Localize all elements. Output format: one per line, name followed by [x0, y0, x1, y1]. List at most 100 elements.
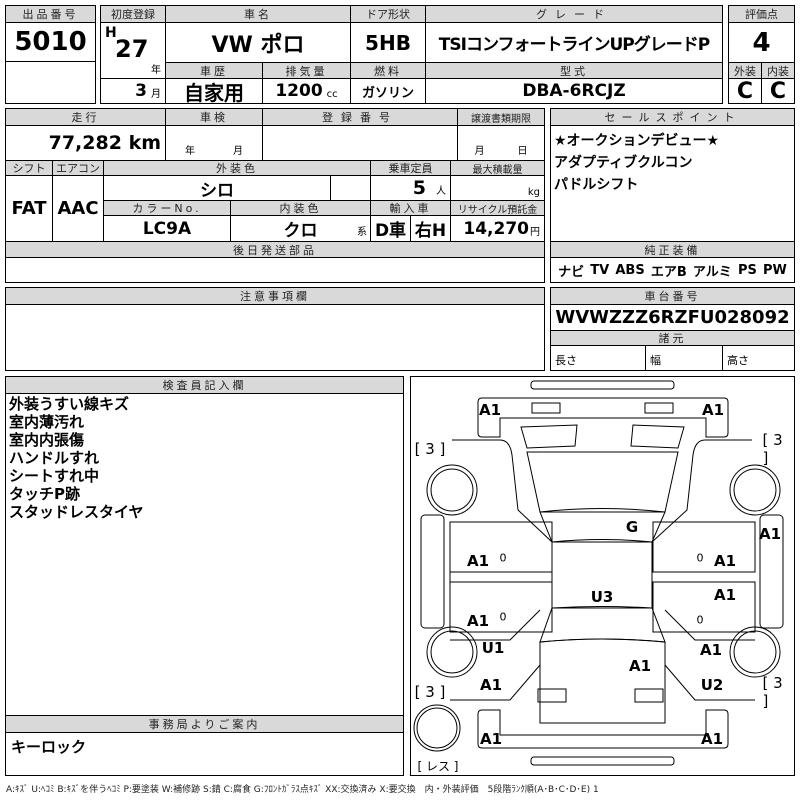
- model-code: DBA-6RCJZ: [425, 78, 723, 104]
- tire-tread: [ 3 ]: [762, 674, 783, 710]
- right-doors: [652, 521, 756, 633]
- damage-diagram-frame: [410, 376, 795, 776]
- equip-item: PS: [737, 262, 757, 278]
- int-color-value: クロ: [283, 221, 318, 241]
- sales-point: アダプティブクルコン: [554, 155, 693, 171]
- damage-mark: A1: [699, 641, 723, 659]
- recycle-value: 14,270: [463, 218, 529, 239]
- damage-mark: A1: [466, 612, 490, 630]
- mileage-value: 77,282: [48, 132, 122, 154]
- era: H: [105, 25, 117, 41]
- wheel-fr: [729, 464, 781, 516]
- damage-mark: A1: [478, 401, 502, 419]
- wheel-rr: [729, 626, 781, 678]
- inspector-notes: 外装うすい線キズ 室内薄汚れ 室内内張傷 ハンドルすれ シートすれ中 タッチP跡…: [5, 393, 404, 716]
- headlight-left: [531, 402, 561, 414]
- later-parts: [5, 257, 545, 283]
- score-label: 評価点: [728, 5, 795, 23]
- tire-tread: [ 3 ]: [414, 683, 446, 701]
- tire-tread: [ 3 ]: [414, 440, 446, 458]
- equip-item: PW: [763, 262, 787, 278]
- yen-unit: 円: [530, 227, 540, 238]
- aircon-label: エアコン: [52, 160, 104, 176]
- displacement-value: 1200: [275, 81, 323, 101]
- legend: A:ｷｽﾞ U:ﾍｺﾐ B:ｷｽﾞを伴うﾍｺﾐ P:要塗装 W:補修跡 S:錆 …: [6, 785, 599, 795]
- inspector-note: ハンドルすれ: [9, 449, 100, 467]
- inspector-note: スタッドレスタイヤ: [9, 503, 144, 521]
- equip-item: エアB: [650, 264, 687, 280]
- chassis-label: 車台番号: [550, 287, 795, 305]
- displacement-label: 排気量: [262, 62, 351, 79]
- sales-point: パドルシフト: [554, 177, 639, 193]
- capacity-value: 5: [412, 177, 426, 199]
- door-handle-mark: 0: [696, 551, 704, 565]
- equip-item: アルミ: [692, 264, 732, 280]
- km-unit: km: [128, 132, 161, 154]
- inspector-note: 室内内張傷: [9, 431, 85, 449]
- year-unit: 年: [151, 65, 161, 76]
- taillight-right: [634, 688, 664, 703]
- office-note: キーロック: [11, 738, 87, 756]
- int-color-unit: 系: [357, 227, 367, 238]
- damage-mark: U2: [700, 676, 724, 694]
- damage-mark: G: [625, 518, 639, 536]
- hood: [526, 451, 679, 513]
- door-handle-mark: 0: [696, 613, 704, 627]
- equip-item: ナビ: [558, 264, 585, 280]
- history-label: 車歴: [165, 62, 263, 79]
- damage-mark: A1: [700, 730, 724, 748]
- wheel-rl: [426, 626, 478, 678]
- grade-label: グレード: [425, 5, 723, 23]
- month-unit: 月: [233, 146, 243, 157]
- day-unit: 日: [517, 146, 528, 157]
- int-score: C: [761, 78, 795, 104]
- lot-blank: [5, 61, 96, 104]
- wheel-fl: [426, 464, 478, 516]
- sales-points-label: セールスポイント: [550, 108, 795, 126]
- notes: [5, 304, 545, 371]
- left-doors: [449, 521, 553, 633]
- damage-mark: U3: [590, 588, 614, 606]
- front-edge: [530, 380, 675, 390]
- month: 3: [135, 81, 147, 101]
- damage-mark: A1: [479, 676, 503, 694]
- inspector-note: シートすれ中: [9, 467, 100, 485]
- sales-points: ★オークションデビュー★ アダプティブクルコン パドルシフト: [550, 125, 795, 242]
- damage-mark: A1: [758, 525, 782, 543]
- rear-edge: [530, 756, 675, 766]
- cc-unit: cc: [326, 89, 338, 100]
- headlight-right: [644, 402, 674, 414]
- equip-item: TV: [590, 262, 610, 278]
- side-skirt-right: [759, 514, 784, 629]
- transfer-label: 譲渡書類期限: [457, 108, 545, 126]
- month-unit: 月: [151, 89, 161, 100]
- rear-window: [539, 606, 666, 643]
- damage-mark: U1: [481, 639, 505, 657]
- sales-point: ★オークションデビュー★: [554, 133, 720, 149]
- trunk: [539, 638, 666, 724]
- front-fenders: [452, 439, 752, 543]
- equip-item: ABS: [615, 262, 645, 278]
- spare-wheel: [413, 704, 461, 752]
- damage-mark: A1: [701, 401, 725, 419]
- month-unit: 月: [474, 146, 485, 157]
- inspector-note: 室内薄汚れ: [9, 413, 85, 431]
- windshield: [539, 508, 666, 543]
- damage-mark: A1: [479, 730, 503, 748]
- office-notes: キーロック: [5, 732, 404, 776]
- side-skirt-left: [420, 514, 445, 629]
- damage-mark: A1: [466, 552, 490, 570]
- damage-mark: A1: [713, 552, 737, 570]
- equipment: ナビ TV ABS エアB アルミ PS PW: [550, 257, 795, 283]
- taillight-left: [537, 688, 567, 703]
- year: 27: [115, 35, 149, 63]
- door-handle-mark: 0: [499, 610, 507, 624]
- height: 高さ: [722, 345, 795, 371]
- grille: [520, 424, 685, 449]
- inspector-note: タッチP跡: [9, 485, 80, 503]
- tire-tread: [ 3 ]: [762, 431, 783, 467]
- equipment-label: 純正装備: [550, 241, 795, 258]
- rear-bumper: [477, 709, 729, 749]
- front-bumper: [477, 397, 729, 438]
